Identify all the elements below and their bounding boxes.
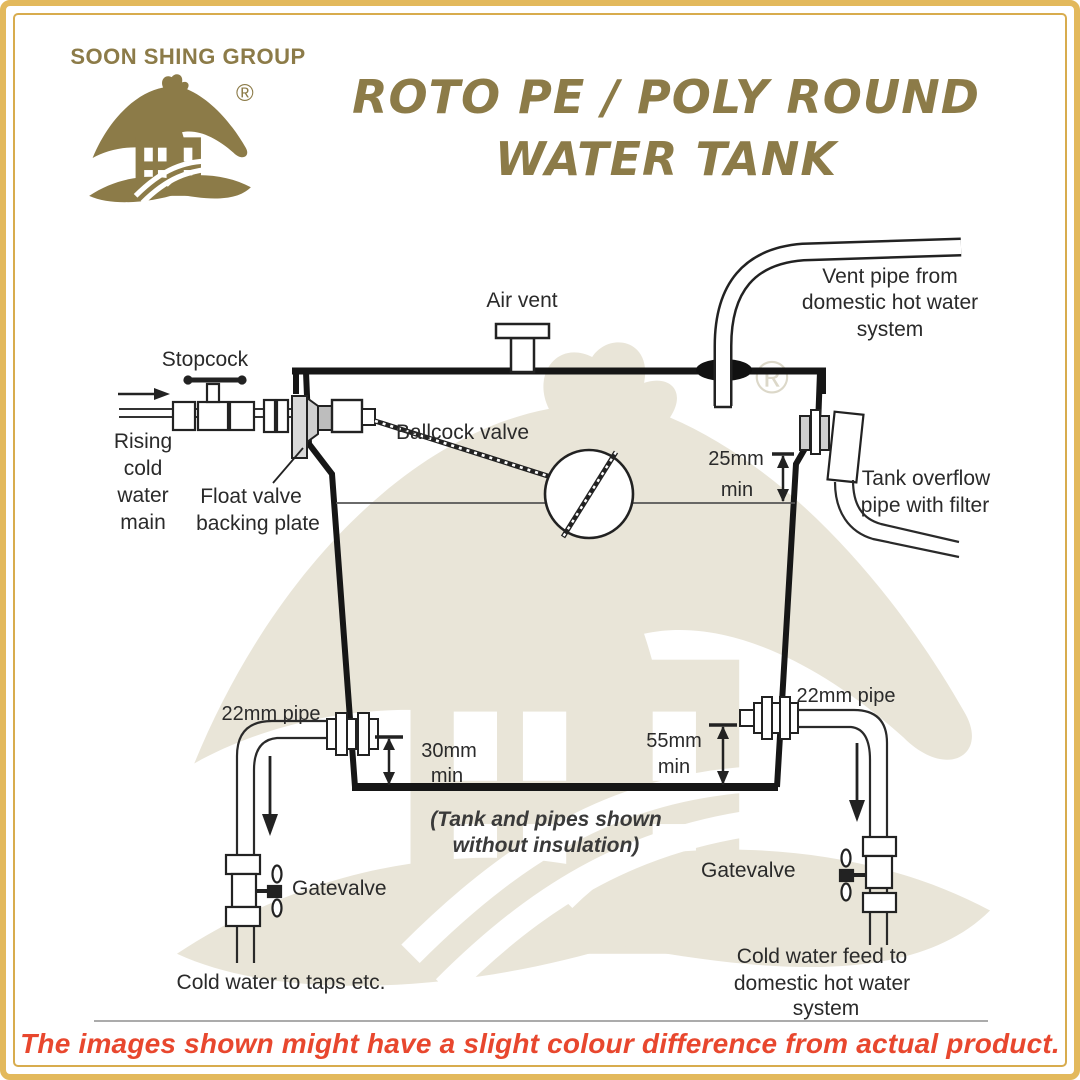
float-valve-label-1: Float valve: [200, 485, 302, 508]
vent-pipe: [696, 237, 962, 409]
flow-direction-arrow: [118, 388, 170, 400]
ballcock-valve-label: Ballcock valve: [396, 421, 529, 444]
insulation-note-1: (Tank and pipes shown: [430, 808, 661, 831]
left-tank-connector: [326, 712, 379, 756]
dim-25mm-min-label: min: [721, 479, 753, 501]
cold-feed-label-3: system: [793, 997, 860, 1020]
left-gatevalve: [224, 853, 283, 928]
watermark-logo: ®: [177, 342, 990, 988]
brand-name: SOON SHING GROUP: [70, 44, 306, 69]
pipe-22mm-right-label: 22mm pipe: [797, 685, 896, 707]
dimension-25mm: [772, 452, 794, 502]
overflow-fitting: [799, 409, 865, 484]
gatevalve-right-label: Gatevalve: [701, 859, 796, 882]
watermark-registered-icon: ®: [755, 351, 789, 403]
float-valve-leader-line: [272, 447, 304, 484]
float-valve-label-2: backing plate: [196, 512, 320, 535]
cold-feed-label-2: domestic hot water: [734, 972, 910, 995]
cold-feed-label-1: Cold water feed to: [737, 945, 907, 968]
page-title: ROTO PE / POLY ROUND WATER TANK: [336, 66, 996, 190]
air-vent-fitting: [494, 322, 551, 374]
vent-pipe-label-3: system: [857, 318, 924, 341]
rising-main-label-2: cold: [124, 457, 163, 480]
right-down-arrow: [849, 743, 865, 822]
air-vent-label: Air vent: [486, 289, 557, 312]
gatevalve-left-label: Gatevalve: [292, 877, 387, 900]
overflow-label-2: pipe with filter: [861, 494, 989, 517]
dimension-55mm: [709, 723, 737, 785]
cold-water-taps-label: Cold water to taps etc.: [177, 971, 386, 994]
dim-30mm-min-label: min: [431, 765, 463, 787]
page-title-line2: WATER TANK: [494, 132, 838, 186]
right-outlet-pipe: [798, 708, 889, 945]
rising-main-label-1: Rising: [114, 430, 172, 453]
insulation-note-2: without insulation): [453, 834, 640, 857]
dimension-30mm: [375, 735, 403, 785]
dim-55mm-label: 55mm: [646, 730, 702, 752]
overflow-label-1: Tank overflow: [862, 467, 991, 490]
stopcock-valve: [171, 375, 290, 434]
rising-main-label-4: main: [120, 511, 166, 534]
float-valve-backing-plate: [291, 395, 376, 459]
stopcock-label: Stopcock: [162, 348, 249, 371]
page-title-line1: ROTO PE / POLY ROUND: [352, 70, 980, 124]
ballcock-arm: [374, 418, 555, 481]
dim-25mm-label: 25mm: [708, 448, 764, 470]
pipe-22mm-left-label: 22mm pipe: [222, 703, 321, 725]
vent-pipe-label-1: Vent pipe from: [822, 265, 957, 288]
left-outlet-pipe: [235, 719, 328, 963]
overflow-pipe: [833, 479, 960, 559]
dim-55mm-min-label: min: [658, 756, 690, 778]
float-ball: [543, 448, 635, 540]
brand-logo-icon: [89, 74, 251, 202]
brand-registered-mark: ®: [236, 80, 254, 107]
right-gatevalve: [838, 835, 898, 914]
disclaimer-text: The images shown might have a slight col…: [20, 1028, 1060, 1059]
vent-pipe-label-2: domestic hot water: [802, 291, 978, 314]
dim-30mm-label: 30mm: [421, 740, 477, 762]
right-tank-connector: [739, 696, 799, 740]
left-down-arrow: [262, 756, 278, 836]
water-tank-diagram: ®: [6, 6, 1080, 1020]
rising-main-label-3: water: [116, 484, 168, 507]
diagram-bottom-rule: [94, 1020, 988, 1022]
